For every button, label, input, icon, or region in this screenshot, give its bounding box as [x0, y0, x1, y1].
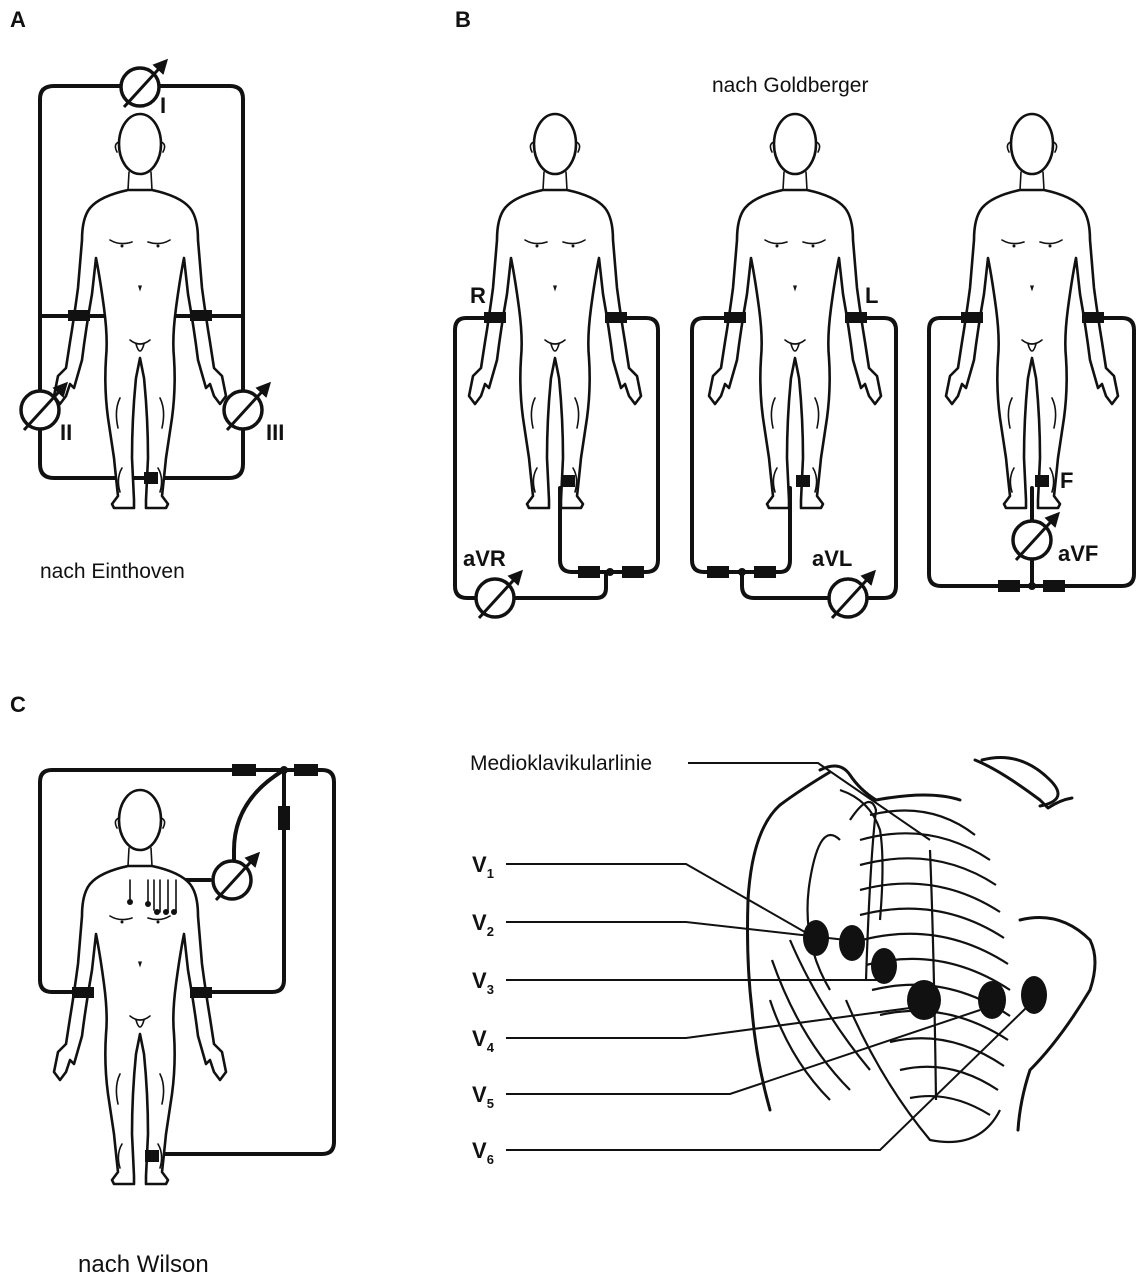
caption-einthoven: nach Einthoven: [40, 560, 185, 583]
resistor-avf-1: [998, 580, 1020, 592]
figure-avf: [946, 114, 1118, 508]
meter-avr: [476, 572, 521, 618]
caption-wilson: nach Wilson: [78, 1251, 209, 1277]
label-v3: V3: [472, 968, 494, 997]
cuff-avl-right: [724, 312, 746, 323]
cuff-right-arm: [68, 310, 90, 321]
electrode-label-l: L: [865, 283, 878, 308]
resistor-wilson-1: [232, 764, 256, 776]
chest-lead-labels: V1 V2 V3 V4 V5 V6: [472, 852, 495, 1167]
electrode-v2: [839, 925, 865, 961]
lead-label-avl: aVL: [812, 546, 852, 571]
electrode-v5: [978, 981, 1006, 1019]
lead-label-avr: aVR: [463, 546, 506, 571]
panel-a-einthoven: I II III: [21, 61, 284, 508]
cuff-avr-leg: [561, 475, 575, 487]
resistor-avr-2: [622, 566, 644, 578]
resistor-avl-1: [707, 566, 729, 578]
panel-b-avf: F aVF: [929, 114, 1134, 592]
cuff-wilson-left: [190, 987, 212, 998]
resistor-avl-2: [754, 566, 776, 578]
meter-avl: [829, 572, 874, 618]
label-v4: V4: [472, 1026, 495, 1055]
lead-label-i: I: [160, 93, 166, 118]
figure-avr: [469, 114, 641, 508]
electrode-label-r: R: [470, 283, 486, 308]
meter-lead-iii: [224, 384, 269, 430]
cuff-avf-left: [1082, 312, 1104, 323]
cuff-wilson-leg: [145, 1150, 159, 1162]
label-v1: V1: [472, 852, 494, 881]
label-v5: V5: [472, 1082, 494, 1111]
meter-wilson: [213, 854, 258, 900]
cuff-avr-left: [605, 312, 627, 323]
cuff-avf-leg: [1035, 475, 1049, 487]
panel-b-avr: R aVR: [455, 114, 658, 618]
resistor-avf-2: [1043, 580, 1065, 592]
caption-goldberger: nach Goldberger: [712, 74, 868, 97]
cuff-left-leg: [144, 472, 158, 484]
panel-a-letter: A: [10, 7, 26, 32]
panel-c-letter: C: [10, 692, 26, 717]
figure-avl: [709, 114, 881, 508]
lead-label-iii: III: [266, 420, 284, 445]
panel-c-wilson: [40, 764, 334, 1184]
electrode-v4: [907, 980, 941, 1020]
electrode-v3: [871, 948, 897, 984]
cuff-avl-leg: [796, 475, 810, 487]
lead-label-ii: II: [60, 420, 72, 445]
resistor-wilson-3: [278, 806, 290, 830]
resistor-avr-1: [578, 566, 600, 578]
panel-b-avl: L aVL: [692, 114, 896, 618]
cuff-wilson-right: [72, 987, 94, 998]
cuff-avl-left: [845, 312, 867, 323]
cuff-avf-right: [961, 312, 983, 323]
chest-ribcage: [748, 758, 1096, 1143]
electrode-label-f: F: [1060, 468, 1073, 493]
label-v2: V2: [472, 910, 494, 939]
panel-b-letter: B: [455, 7, 471, 32]
resistor-wilson-2: [294, 764, 318, 776]
cuff-left-arm: [190, 310, 212, 321]
label-medioklavikularlinie: Medioklavikularlinie: [470, 752, 652, 775]
lead-label-avf: aVF: [1058, 541, 1098, 566]
cuff-avr-right: [484, 312, 506, 323]
meter-avf: [1013, 514, 1058, 560]
label-v6: V6: [472, 1138, 494, 1167]
